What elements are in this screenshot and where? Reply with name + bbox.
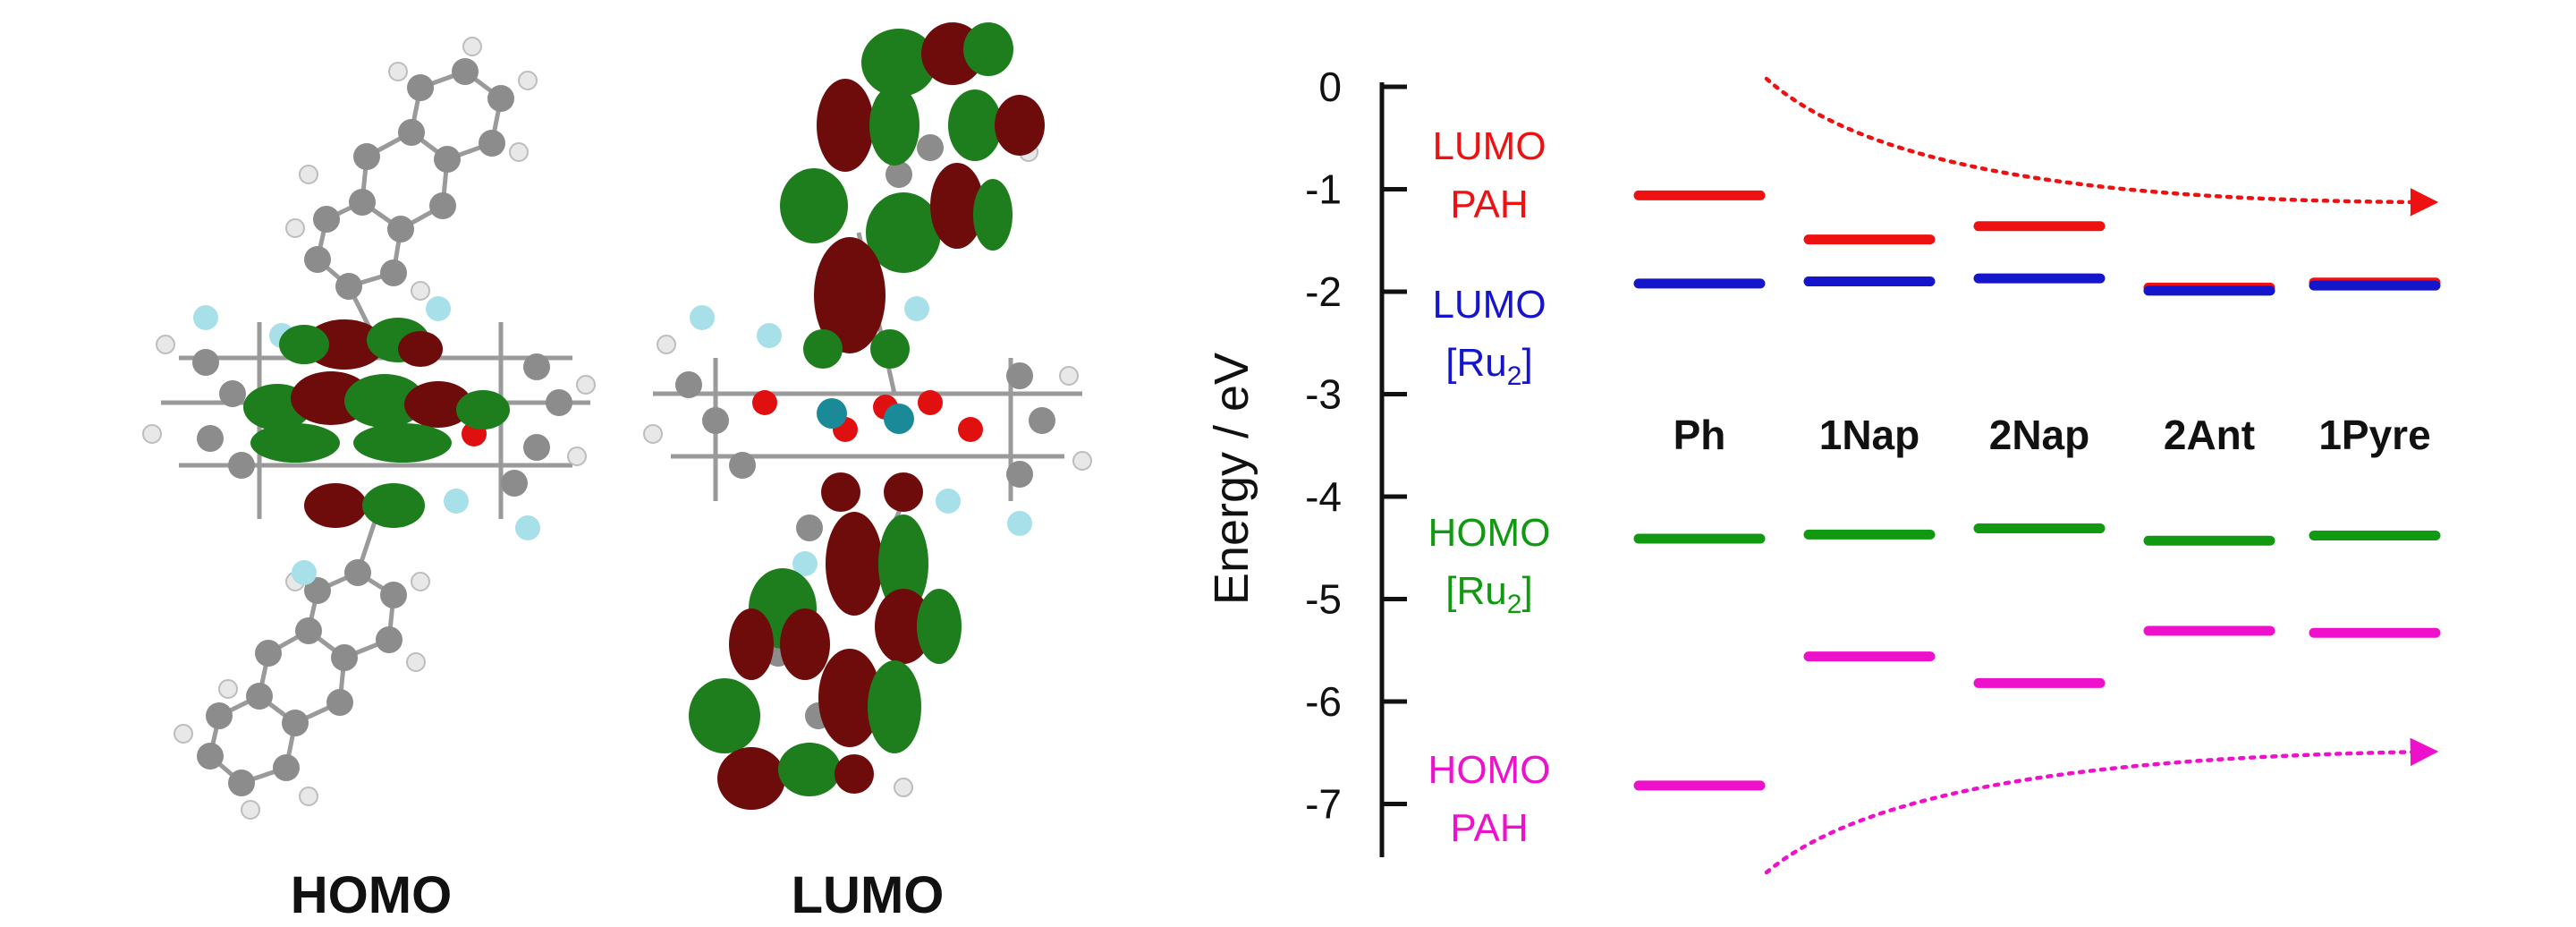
lumo-label: LUMO <box>792 866 945 924</box>
y-axis-ticks: 0 -1 -2 -3 -4 -5 -6 -7 <box>1305 64 1407 828</box>
y-tick-label: -3 <box>1305 371 1342 418</box>
series-label-subscript: 2 <box>1507 361 1522 391</box>
category-label: 1Nap <box>1819 412 1919 458</box>
series-label-bracket: ] <box>1521 569 1532 613</box>
series-label-subscript: 2 <box>1507 590 1522 619</box>
series-label-line1: LUMO <box>1432 124 1546 168</box>
y-tick-label: 0 <box>1318 64 1342 110</box>
category-label: 2Nap <box>1989 412 2089 458</box>
energy-levels <box>1633 190 2441 791</box>
y-tick-label: -2 <box>1305 268 1342 315</box>
series-label-line1: LUMO <box>1432 283 1546 327</box>
y-axis-label: Energy / eV <box>1205 353 1258 605</box>
homo-pah-trend-arrow <box>1764 737 2439 875</box>
category-labels: Ph 1Nap 2Nap 2Ant 1Pyre <box>1674 412 2431 458</box>
series-label-line2: PAH <box>1450 183 1528 226</box>
y-tick-label: -1 <box>1305 166 1342 213</box>
series-label-ru: [Ru <box>1445 341 1506 385</box>
category-label: Ph <box>1674 412 1726 458</box>
y-tick-label: -6 <box>1305 678 1342 725</box>
series-label-line1: HOMO <box>1428 748 1551 792</box>
y-tick-label: -4 <box>1305 473 1342 520</box>
y-tick-label: -7 <box>1305 781 1342 828</box>
series-label-line2: [Ru2] <box>1445 569 1532 619</box>
homo-molecule-image <box>142 37 596 820</box>
series-label-bracket: ] <box>1521 341 1532 385</box>
category-label: 1Pyre <box>2318 412 2430 458</box>
lumo-molecule-image <box>643 22 1092 810</box>
lumo-pah-trend-arrow <box>1764 76 2439 217</box>
series-label-line2: [Ru2] <box>1445 341 1532 391</box>
homo-label: HOMO <box>291 866 452 924</box>
category-label: 2Ant <box>2164 412 2255 458</box>
y-tick-label: -5 <box>1305 576 1342 623</box>
series-label-ru: [Ru <box>1445 569 1506 613</box>
series-label-line2: PAH <box>1450 806 1528 850</box>
energy-diagram: 0 -1 -2 -3 -4 -5 -6 -7 Energy / eV LUMO PAH LUMO [… <box>1205 64 2441 875</box>
series-label-line1: HOMO <box>1428 511 1551 555</box>
